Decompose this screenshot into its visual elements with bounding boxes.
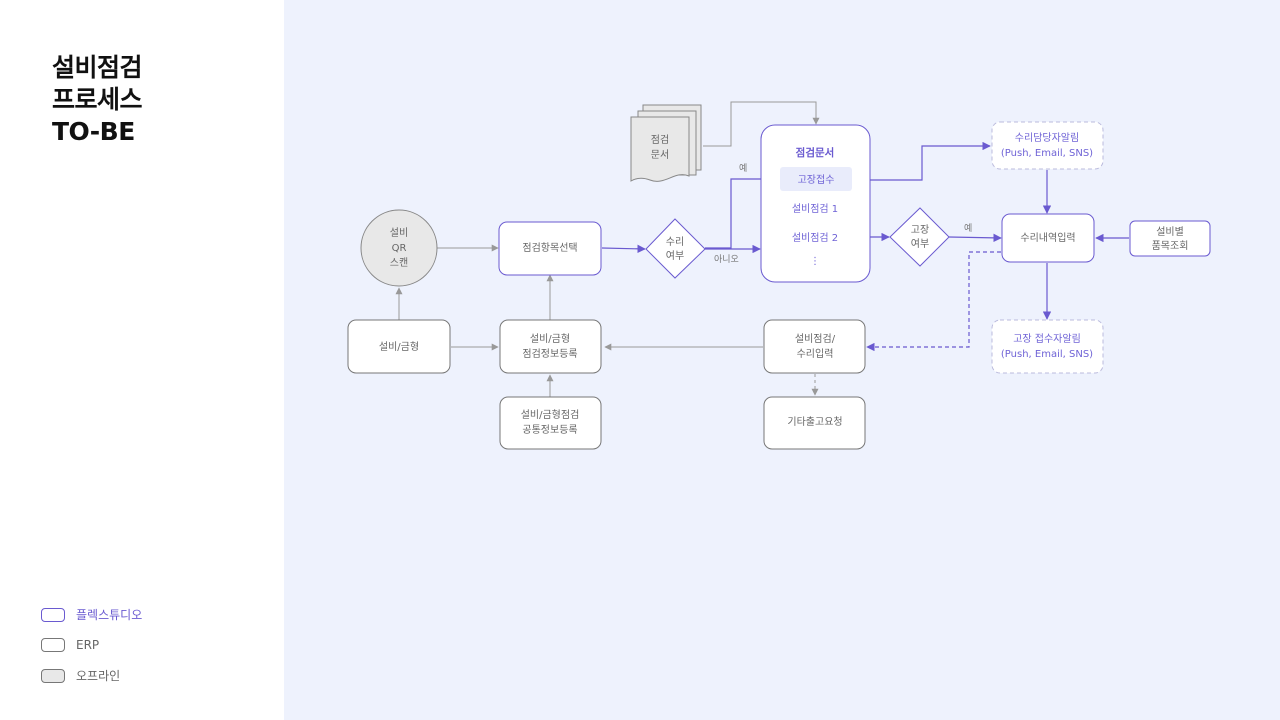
node-item-lookup: 설비별 품목조회 [1129, 220, 1211, 257]
left-panel: 설비점검 프로세스 TO-BE 플렉스튜디오 ERP 오프라인 [0, 0, 284, 720]
node-receiver-alarm: 고장 접수자알림 (Push, Email, SNS) [991, 319, 1104, 374]
page-title: 설비점검 프로세스 TO-BE [52, 52, 143, 148]
repair-manager-alarm-line-1: 수리담당자알림 [1015, 132, 1079, 144]
node-select-items: 점검항목선택 [498, 221, 602, 276]
node-register-info: 설비/금형 점검정보등록 [499, 319, 602, 374]
repair-decision-line-1: 수리 [666, 236, 684, 248]
check-doc-line-1: 점검 [651, 134, 669, 146]
qr-scan-line-3: 스캔 [390, 257, 408, 269]
edge-fault-yes-to-repair-input [948, 233, 1002, 243]
node-repair-decision: 수리 여부 [645, 218, 706, 279]
node-repair-input: 수리내역입력 [1001, 213, 1095, 263]
node-common-info: 설비/금형점검 공통정보등록 [499, 396, 602, 450]
qr-scan-line-1: 설비 [390, 227, 408, 239]
node-doc-card: 점검문서 고장접수 설비점검 1 설비점검 2 ⋮ [760, 124, 871, 283]
repair-input-label: 수리내역입력 [1020, 231, 1075, 244]
node-repair-manager-alarm: 수리담당자알림 (Push, Email, SNS) [991, 121, 1104, 170]
legend-swatch-erp [41, 638, 65, 652]
other-release-label: 기타출고요청 [787, 416, 842, 428]
node-equipment: 설비/금형 [347, 319, 451, 374]
register-info-line-2: 점검정보등록 [522, 348, 577, 360]
check-repair-input-line-2: 수리입력 [797, 347, 834, 360]
title-line-3: TO-BE [52, 117, 135, 146]
repair-decision-line-2: 여부 [666, 250, 684, 262]
receiver-alarm-line-2: (Push, Email, SNS) [1001, 349, 1093, 360]
node-check-repair-input: 설비점검/ 수리입력 [763, 319, 866, 374]
legend-label-erp: ERP [76, 638, 100, 652]
register-info-line-1: 설비/금형 [530, 333, 570, 345]
doc-card-highlight [780, 167, 852, 191]
edge-decision-yes-to-fault [705, 174, 780, 249]
edge-label-yes-1: 예 [739, 163, 747, 174]
legend-swatch-flexstudio [41, 608, 65, 622]
doc-card-item-3: 설비점검 2 [792, 232, 838, 244]
legend-item-offline: 오프라인 [41, 669, 241, 687]
edge-repair-input-to-check-repair [866, 251, 1001, 352]
doc-card-item-more: ⋮ [810, 256, 820, 267]
item-lookup-line-2: 품목조회 [1152, 240, 1189, 252]
edge-select-to-repair-decision [601, 244, 646, 254]
node-check-doc: 점검 문서 [630, 104, 702, 182]
item-lookup-line-1: 설비별 [1156, 226, 1184, 238]
legend-item-flexstudio: 플렉스튜디오 [41, 608, 241, 626]
node-qr-scan: 설비 QR 스캔 [360, 209, 438, 287]
equipment-label: 설비/금형 [379, 341, 419, 353]
node-fault-decision: 고장 여부 [889, 207, 950, 267]
check-repair-input-line-1: 설비점검/ [795, 333, 836, 345]
select-items-label: 점검항목선택 [522, 242, 577, 254]
edge-label-yes-2: 예 [964, 223, 972, 234]
edge-checkdoc-to-doc [703, 101, 820, 147]
receiver-alarm-line-1: 고장 접수자알림 [1013, 333, 1081, 345]
doc-card-item-2: 설비점검 1 [792, 203, 838, 215]
fault-decision-line-2: 여부 [911, 238, 929, 250]
edge-fault-to-manager-alarm [853, 141, 991, 181]
legend-swatch-offline [41, 669, 65, 683]
edge-label-no-1: 아니오 [714, 254, 739, 265]
edges [395, 101, 1129, 397]
legend-label-offline: 오프라인 [76, 669, 121, 683]
common-info-line-1: 설비/금형점검 [521, 409, 580, 421]
check-doc-line-2: 문서 [651, 149, 669, 161]
legend-item-erp: ERP [41, 638, 241, 656]
doc-card-title: 점검문서 [796, 146, 835, 159]
fault-decision-line-1: 고장 [911, 224, 929, 236]
repair-manager-alarm-line-2: (Push, Email, SNS) [1001, 148, 1093, 159]
qr-scan-line-2: QR [392, 243, 407, 254]
legend-label-flexstudio: 플렉스튜디오 [76, 608, 143, 622]
node-other-release: 기타출고요청 [763, 396, 866, 450]
doc-card-item-1: 고장접수 [798, 174, 835, 186]
title-line-1: 설비점검 [52, 53, 143, 82]
title-line-2: 프로세스 [52, 85, 143, 114]
common-info-line-2: 공통정보등록 [522, 424, 577, 436]
